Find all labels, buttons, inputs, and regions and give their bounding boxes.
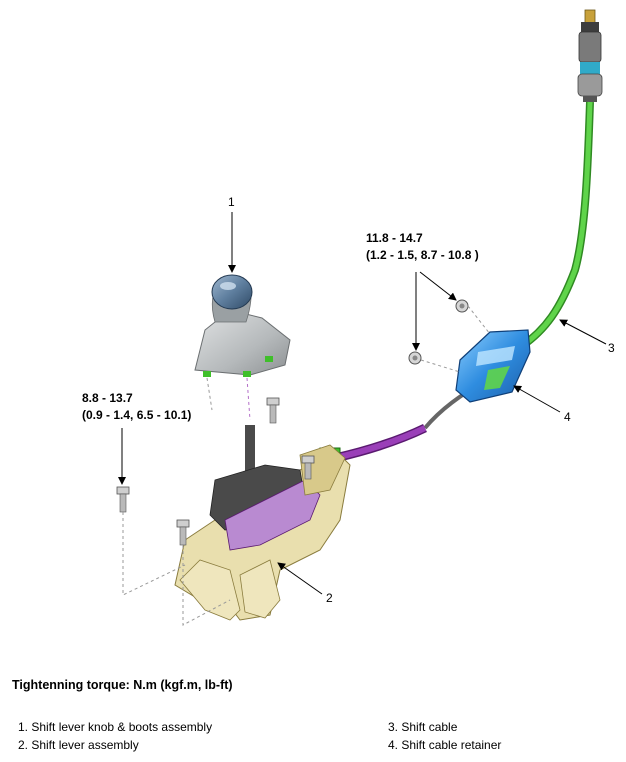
- torque-right-line2: (1.2 - 1.5, 8.7 - 10.8 ): [366, 248, 479, 262]
- legend-right: 3. Shift cable 4. Shift cable retainer: [388, 718, 501, 754]
- callout-3: 3: [608, 341, 615, 355]
- legend-item-1: 1. Shift lever knob & boots assembly: [18, 720, 213, 734]
- callout-4: 4: [564, 410, 571, 424]
- legend-item-4: 4. Shift cable retainer: [388, 738, 502, 752]
- legend-item-2: 2. Shift lever assembly: [18, 738, 139, 752]
- retainer-nut-lower: [408, 351, 422, 365]
- torque-left-line2: (0.9 - 1.4, 6.5 - 10.1): [82, 408, 191, 422]
- legend-item-3: 3. Shift cable: [388, 720, 458, 734]
- bolt-top: [266, 397, 280, 424]
- cable-end-fitting: [577, 9, 603, 102]
- callout-2: 2: [326, 591, 333, 605]
- shift-cable: [319, 9, 603, 467]
- leader-torque-right-a: [419, 271, 457, 301]
- torque-units-title: Tightenning torque: N.m (kgf.m, lb-ft): [12, 678, 233, 692]
- shift-cable-retainer: [455, 329, 531, 403]
- torque-right-line1: 11.8 - 14.7: [366, 231, 423, 245]
- torque-left-line1: 8.8 - 13.7: [82, 391, 133, 405]
- bolt-lever-right: [301, 455, 315, 480]
- leader-2: [277, 562, 323, 595]
- leader-3: [559, 319, 607, 345]
- retainer-nut-upper: [455, 299, 469, 313]
- callout-1: 1: [228, 195, 235, 209]
- leader-4: [513, 385, 561, 413]
- shift-lever-assembly: [174, 425, 351, 621]
- legend-left: 1. Shift lever knob & boots assembly 2. …: [18, 718, 212, 754]
- bolt-left-upper: [116, 486, 130, 513]
- shift-lever-diagram: 1 2 3 4 8.8 - 13.7 (0.9 - 1.4, 6.5 - 10.…: [82, 9, 615, 626]
- shift-knob-boot-assembly: [194, 274, 291, 377]
